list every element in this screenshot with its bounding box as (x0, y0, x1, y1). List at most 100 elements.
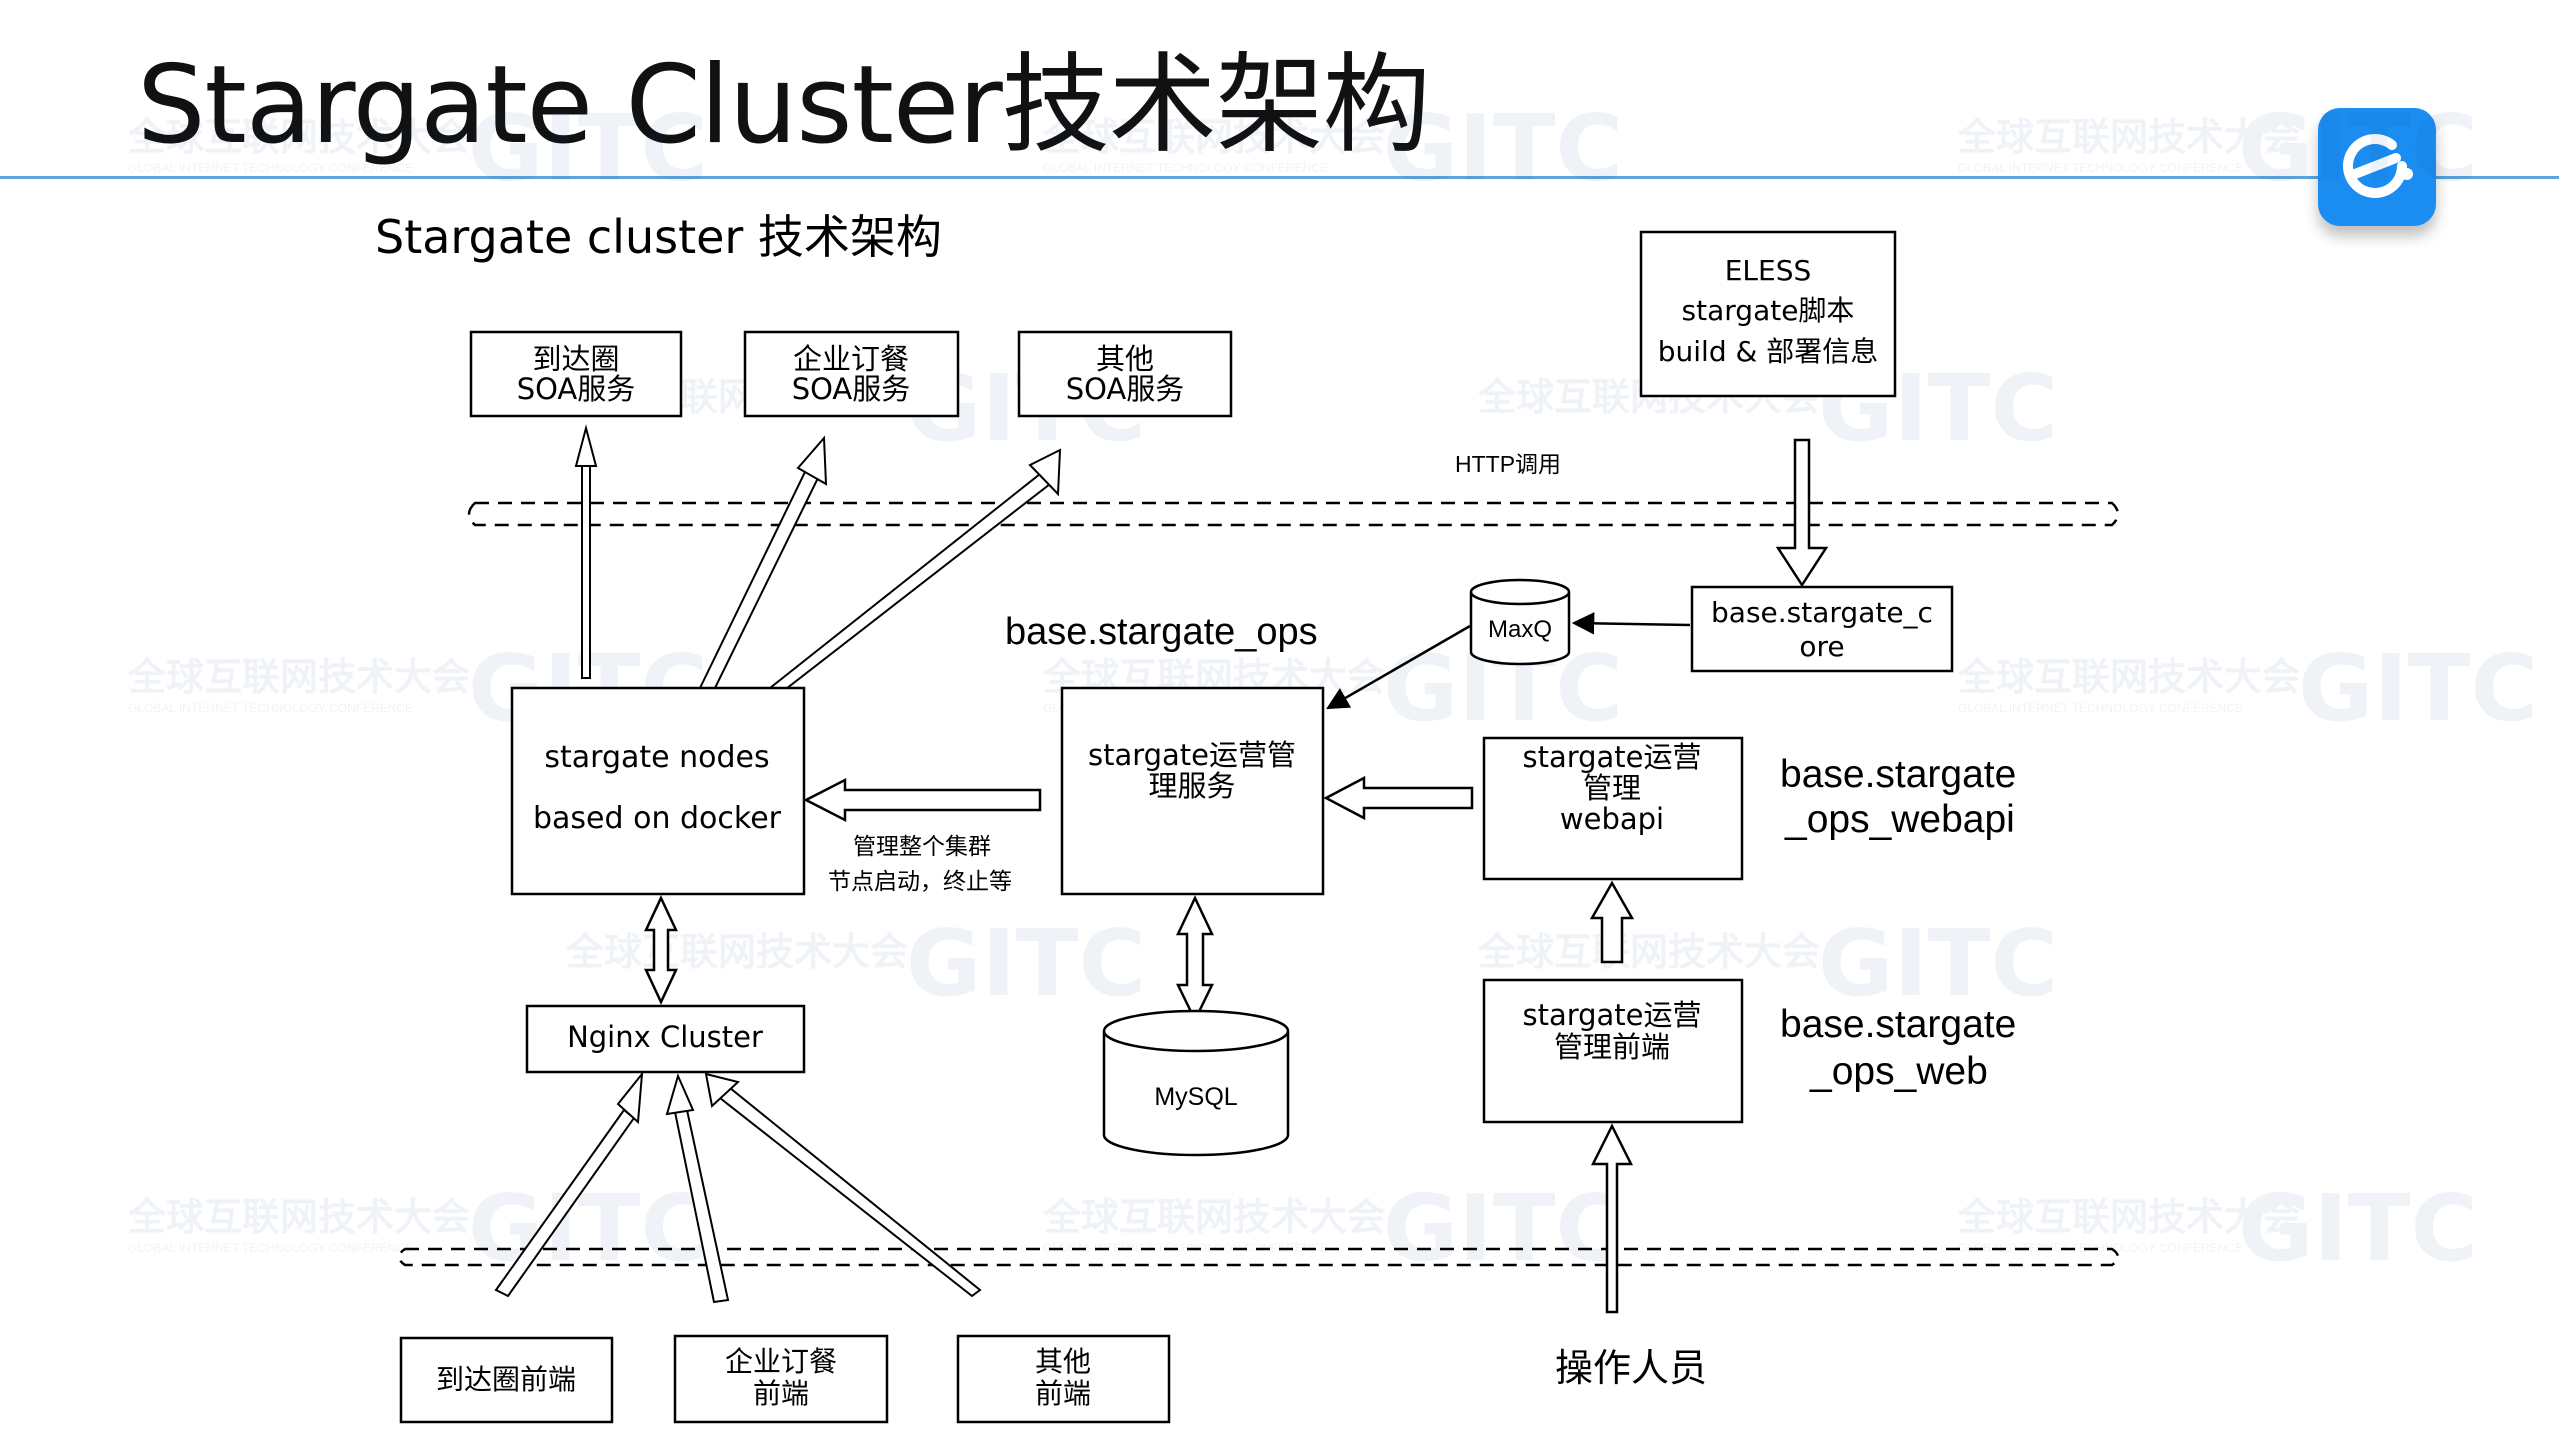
svg-text:stargate运营管: stargate运营管 (1088, 738, 1296, 772)
arrow-maxq-to-ops (1326, 624, 1471, 710)
svg-text:stargate脚本: stargate脚本 (1682, 294, 1855, 327)
svg-text:GLOBAL INTERNET TECHNOLOGY CON: GLOBAL INTERNET TECHNOLOGY CONFERENCE (1043, 161, 1328, 175)
svg-text:GLOBAL INTERNET TECHNOLOGY CON: GLOBAL INTERNET TECHNOLOGY CONFERENCE (128, 701, 413, 715)
svg-text:webapi: webapi (1560, 802, 1664, 836)
svg-text:企业订餐: 企业订餐 (793, 342, 909, 376)
arrow-webapi-to-ops (1323, 775, 1474, 821)
svg-text:管理整个集群: 管理整个集群 (853, 834, 991, 860)
eless-box: ELESS stargate脚本 build & 部署信息 (1639, 230, 1897, 398)
arrow-frontend-to-webapi (1589, 880, 1635, 964)
maxq-queue: MaxQ (1469, 578, 1571, 666)
stargate-core-box: base.stargate_c ore (1690, 585, 1954, 673)
svg-text:GLOBAL INTERNET TECHNOLOGY CON: GLOBAL INTERNET TECHNOLOGY CONFERENCE (128, 1241, 413, 1255)
svg-text:全球互联网技术大会: 全球互联网技术大会 (1042, 115, 1385, 159)
arrow-eless-to-core (1775, 438, 1829, 588)
svg-text:企业订餐: 企业订餐 (725, 1345, 837, 1378)
watermark: 全球互联网技术大会 GLOBAL INTERNET TECHNOLOGY CONF… (1957, 635, 2538, 742)
svg-text:SOA服务: SOA服务 (1066, 372, 1185, 406)
diagram-subtitle: Stargate cluster 技术架构 (375, 210, 942, 264)
ops-label: base.stargate_ops (1005, 611, 1318, 653)
svg-text:GLOBAL INTERNET TECHNOLOGY CON: GLOBAL INTERNET TECHNOLOGY CONFERENCE (1958, 1241, 2243, 1255)
svg-text:其他: 其他 (1035, 1345, 1091, 1378)
svg-text:全球互联网技术大会: 全球互联网技术大会 (127, 655, 470, 699)
svg-text:GLOBAL INTERNET TECHNOLOGY CON: GLOBAL INTERNET TECHNOLOGY CONFERENCE (1958, 161, 2243, 175)
svg-text:前端: 前端 (1035, 1377, 1091, 1410)
watermark: 全球互联网技术大会 GLOBAL INTERNET TECHNOLOGY CONF… (1042, 95, 1623, 202)
svg-text:GITC: GITC (468, 95, 708, 202)
svg-text:全球互联网技术大会: 全球互联网技术大会 (1477, 930, 1820, 974)
http-call-label: HTTP调用 (1455, 451, 1561, 477)
arrow-nodes-to-soa-1-head (574, 424, 598, 467)
slide-title: Stargate Cluster技术架构 (137, 43, 1431, 168)
svg-text:GITC: GITC (2238, 95, 2478, 202)
nginx-cluster-box: Nginx Cluster (525, 1004, 806, 1074)
svg-text:其他: 其他 (1096, 342, 1154, 376)
client-3: 其他 前端 (956, 1334, 1171, 1424)
svg-text:ore: ore (1799, 630, 1844, 663)
svg-text:前端: 前端 (753, 1377, 809, 1410)
soa-service-1: 到达圈 SOA服务 (469, 330, 683, 418)
network-boundary-top (467, 501, 2120, 527)
svg-text:节点启动，终止等: 节点启动，终止等 (828, 869, 1012, 895)
svg-text:全球互联网技术大会: 全球互联网技术大会 (127, 115, 470, 159)
svg-text:GITC: GITC (1383, 95, 1623, 202)
svg-text:GLOBAL INTERNET TECHNOLOGY CON: GLOBAL INTERNET TECHNOLOGY CONFERENCE (1958, 701, 2243, 715)
arrow-nodes-to-soa-2 (698, 470, 820, 689)
arrow-client1-to-nginx-head (616, 1070, 644, 1125)
mysql-database: MySQL (1102, 1009, 1290, 1157)
svg-text:到达圈: 到达圈 (532, 342, 619, 376)
svg-text:GLOBAL INTERNET TECHNOLOGY CON: GLOBAL INTERNET TECHNOLOGY CONFERENCE (1043, 1241, 1328, 1255)
svg-text:stargate运营: stargate运营 (1522, 998, 1701, 1032)
network-boundary-bottom (397, 1247, 2120, 1267)
svg-text:based on docker: based on docker (533, 801, 782, 836)
svg-text:build & 部署信息: build & 部署信息 (1658, 335, 1879, 368)
svg-text:全球互联网技术大会: 全球互联网技术大会 (127, 1195, 470, 1239)
arrow-client3-to-nginx-head (704, 1072, 741, 1108)
operator-label: 操作人员 (1555, 1346, 1707, 1390)
svg-text:SOA服务: SOA服务 (517, 372, 636, 406)
watermark: 全球互联网技术大会 GLOBAL INTERNET TECHNOLOGY CONF… (1957, 95, 2478, 202)
soa-service-2: 企业订餐 SOA服务 (743, 330, 960, 418)
svg-text:全球互联网技术大会: 全球互联网技术大会 (1957, 655, 2300, 699)
svg-text:GITC: GITC (1818, 910, 2058, 1017)
svg-text:_ops_webapi: _ops_webapi (1784, 798, 2015, 841)
svg-text:GLOBAL INTERNET TECHNOLOGY CON: GLOBAL INTERNET TECHNOLOGY CONFERENCE (128, 161, 413, 175)
svg-text:base.stargate: base.stargate (1780, 1003, 2016, 1046)
svg-text:全球互联网技术大会: 全球互联网技术大会 (1042, 1195, 1385, 1239)
watermark: 全球互联网技术大会 GLOBAL INTERNET TECHNOLOGY CONF… (127, 1175, 708, 1282)
watermarks: 全球互联网技术大会 GLOBAL INTERNET TECHNOLOGY CONF… (127, 95, 2538, 1282)
eleme-logo-icon (2318, 108, 2436, 226)
svg-text:stargate运营: stargate运营 (1522, 740, 1701, 774)
ops-frontend-box: stargate运营 管理前端 (1482, 978, 1744, 1124)
ops-webapi-box: stargate运营 管理 webapi (1482, 736, 1744, 881)
svg-text:_ops_web: _ops_web (1809, 1050, 1988, 1093)
svg-text:全球互联网技术大会: 全球互联网技术大会 (565, 930, 908, 974)
svg-text:GITC: GITC (906, 910, 1146, 1017)
svg-text:管理前端: 管理前端 (1554, 1030, 1670, 1064)
svg-text:理服务: 理服务 (1148, 769, 1235, 803)
arrow-client2-to-nginx-head (665, 1073, 695, 1116)
svg-text:base.stargate_c: base.stargate_c (1711, 596, 1933, 629)
soa-service-3: 其他 SOA服务 (1017, 330, 1233, 418)
arrow-ops-to-nodes (803, 777, 1042, 823)
client-2: 企业订餐 前端 (673, 1334, 889, 1424)
title-rule (0, 176, 2559, 179)
svg-text:MySQL: MySQL (1154, 1083, 1237, 1111)
web-label: base.stargate _ops_web (1780, 1003, 2016, 1093)
arrow-ops-mysql (1176, 895, 1214, 1023)
svg-text:SOA服务: SOA服务 (792, 372, 911, 406)
arrow-core-to-maxq (1571, 612, 1691, 635)
svg-text:GITC: GITC (2238, 1175, 2478, 1282)
arrow-nodes-nginx (644, 895, 678, 1005)
arrow-nodes-to-soa-1 (581, 465, 591, 679)
svg-text:MaxQ: MaxQ (1488, 616, 1552, 643)
arrow-operator-to-frontend (1590, 1123, 1634, 1314)
stargate-nodes-box: stargate nodes based on docker (510, 686, 806, 896)
svg-text:到达圈前端: 到达圈前端 (436, 1363, 576, 1396)
arrow-nodes-to-soa-3 (767, 472, 1052, 694)
svg-text:全球互联网技术大会: 全球互联网技术大会 (1957, 115, 2300, 159)
